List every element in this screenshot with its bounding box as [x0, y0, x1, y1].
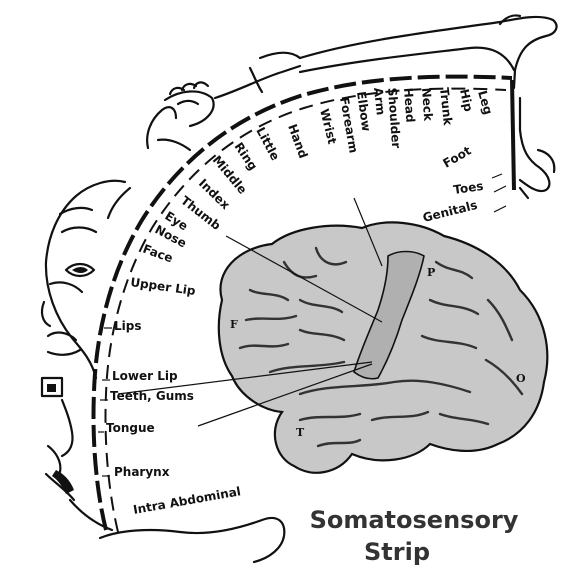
label-pharynx: Pharynx — [114, 465, 170, 479]
label-tongue: Tongue — [106, 421, 155, 435]
title-line-2: Strip — [364, 538, 430, 566]
label-hip: Hip — [457, 88, 476, 114]
label-intra-abdominal: Intra Abdominal — [132, 484, 242, 517]
label-head: Head — [401, 87, 417, 123]
lobe-label-frontal: F — [230, 318, 238, 331]
lobe-label-parietal: P — [427, 266, 435, 279]
label-ring: Ring — [232, 140, 261, 173]
label-lower-lip: Lower Lip — [112, 369, 178, 383]
label-hand: Hand — [285, 122, 310, 160]
title-line-1: Somatosensory — [310, 506, 519, 534]
diagram-title: Somatosensory Strip — [310, 506, 519, 566]
label-toes: Toes — [452, 179, 484, 197]
label-foot: Foot — [441, 143, 474, 170]
label-genitals: Genitals — [421, 198, 478, 225]
label-lips: Lips — [114, 319, 142, 333]
label-teeth-gums: Teeth, Gums — [110, 389, 194, 403]
label-leg: Leg — [475, 89, 495, 116]
brain-illustration — [219, 222, 547, 472]
label-face: Face — [141, 242, 175, 266]
label-neck: Neck — [419, 87, 435, 122]
label-shoulder: Shoulder — [385, 87, 403, 149]
label-little: Little — [253, 125, 282, 163]
lobe-label-temporal: T — [296, 426, 305, 439]
label-trunk: Trunk — [437, 87, 455, 127]
label-upper-lip: Upper Lip — [130, 275, 197, 298]
label-wrist: Wrist — [317, 107, 339, 146]
lobe-label-occipital: O — [516, 372, 526, 385]
